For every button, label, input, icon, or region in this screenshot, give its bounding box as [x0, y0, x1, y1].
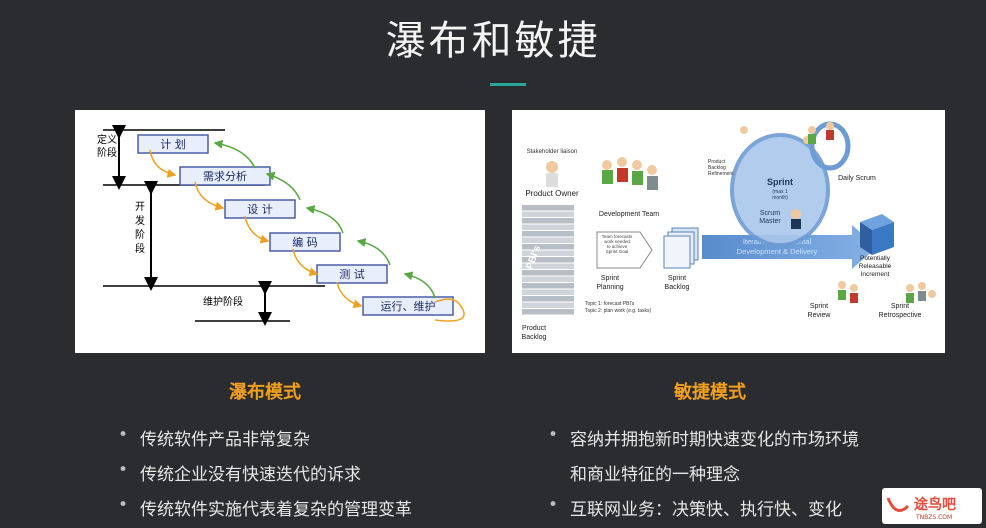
svg-text:途鸟吧: 途鸟吧	[914, 496, 956, 513]
backlog-row	[522, 257, 574, 263]
backlog-row	[522, 283, 574, 289]
waterfall-bullet-1: •传统软件产品非常复杂	[118, 425, 310, 450]
iterative-arrow	[702, 225, 877, 269]
stage-box-3	[269, 232, 341, 252]
sprint-backlog-stack	[663, 227, 699, 269]
backlog-row	[522, 224, 574, 230]
backlog-row	[522, 309, 574, 315]
increment-cube	[860, 214, 894, 255]
phase-develop: 开发阶段	[135, 202, 145, 255]
backlog-row	[522, 205, 574, 211]
stage-label-5: 运行、维护	[381, 299, 436, 313]
svg-text:TNBZS.COM: TNBZS.COM	[915, 514, 952, 521]
backlog-row	[522, 231, 574, 237]
waterfall-subtitle: 瀑布模式	[229, 382, 301, 403]
stakeholder-label: Stakeholder liaison	[527, 149, 578, 155]
waterfall-diagram: 定义阶段 开发阶段 维护阶段 计 划需求分析设 计编 码测 试运行、维护	[75, 110, 485, 353]
retro-people	[906, 282, 936, 303]
scrum-master-icon	[791, 209, 801, 219]
backlog-row	[522, 237, 574, 243]
topic2-label: Topic 2: plan work (e.g. tasks)	[585, 308, 651, 314]
agile-subtitle: 敏捷模式	[674, 382, 746, 403]
watermark-logo: 途鸟吧 TNBZS.COM	[882, 488, 982, 524]
waterfall-bullet-2: •传统企业没有快速迭代的诉求	[118, 460, 361, 485]
backlog-row	[522, 276, 574, 282]
sprint-planning-chevron	[596, 231, 653, 269]
backlog-row	[522, 263, 574, 269]
stage-box-2	[224, 199, 296, 219]
product-owner-icon	[546, 161, 558, 173]
product-owner-label: Product Owner	[525, 189, 579, 198]
product-backlog-list	[522, 205, 574, 315]
backlog-row	[522, 218, 574, 224]
stage-label-4: 测 试	[339, 268, 365, 281]
dev-team-icon	[602, 157, 658, 190]
stage-box-5	[362, 296, 454, 316]
backlog-row	[522, 250, 574, 256]
stage-label-3: 编 码	[292, 235, 318, 249]
sprint-label: Sprint	[767, 177, 793, 187]
stage-box-0	[137, 134, 209, 154]
backlog-row	[522, 296, 574, 302]
agile-bullet-2: •互联网业务：决策快、执行快、变化	[548, 495, 842, 520]
agile-bullet-1: •容纳并拥抱新时期快速变化的市场环境	[548, 425, 859, 450]
daily-scrum-label: Daily Scrum	[838, 175, 876, 182]
dev-team-label: Development Team	[599, 211, 659, 218]
backlog-row	[522, 270, 574, 276]
scrum-diagram: Stakeholder liaison Product Owner PBI's …	[512, 110, 945, 353]
title-underline	[490, 83, 526, 86]
backlog-row	[522, 244, 574, 250]
stage-label-0: 计 划	[160, 138, 186, 151]
waterfall-bullet-3: •传统软件实施代表着复杂的管理变革	[118, 495, 412, 520]
backlog-row	[522, 211, 574, 217]
phase-define: 定义阶段	[97, 133, 117, 159]
review-people	[838, 281, 858, 303]
backlog-row	[522, 289, 574, 295]
backlog-row	[522, 302, 574, 308]
topic1-label: Topic 1: forecast PBI's	[585, 301, 635, 307]
page-title: 瀑布和敏捷	[385, 18, 601, 64]
scrum-svg: Stakeholder liaison Product Owner PBI's …	[522, 121, 936, 341]
sprint-cycle	[730, 133, 830, 247]
stage-label-1: 需求分析	[203, 169, 247, 183]
stage-label-2: 设 计	[247, 203, 273, 216]
phase-maintain: 维护阶段	[203, 295, 243, 308]
daily-scrum-people	[740, 122, 834, 144]
agile-bullet-1-cont: 和商业特征的一种理念	[570, 465, 740, 485]
